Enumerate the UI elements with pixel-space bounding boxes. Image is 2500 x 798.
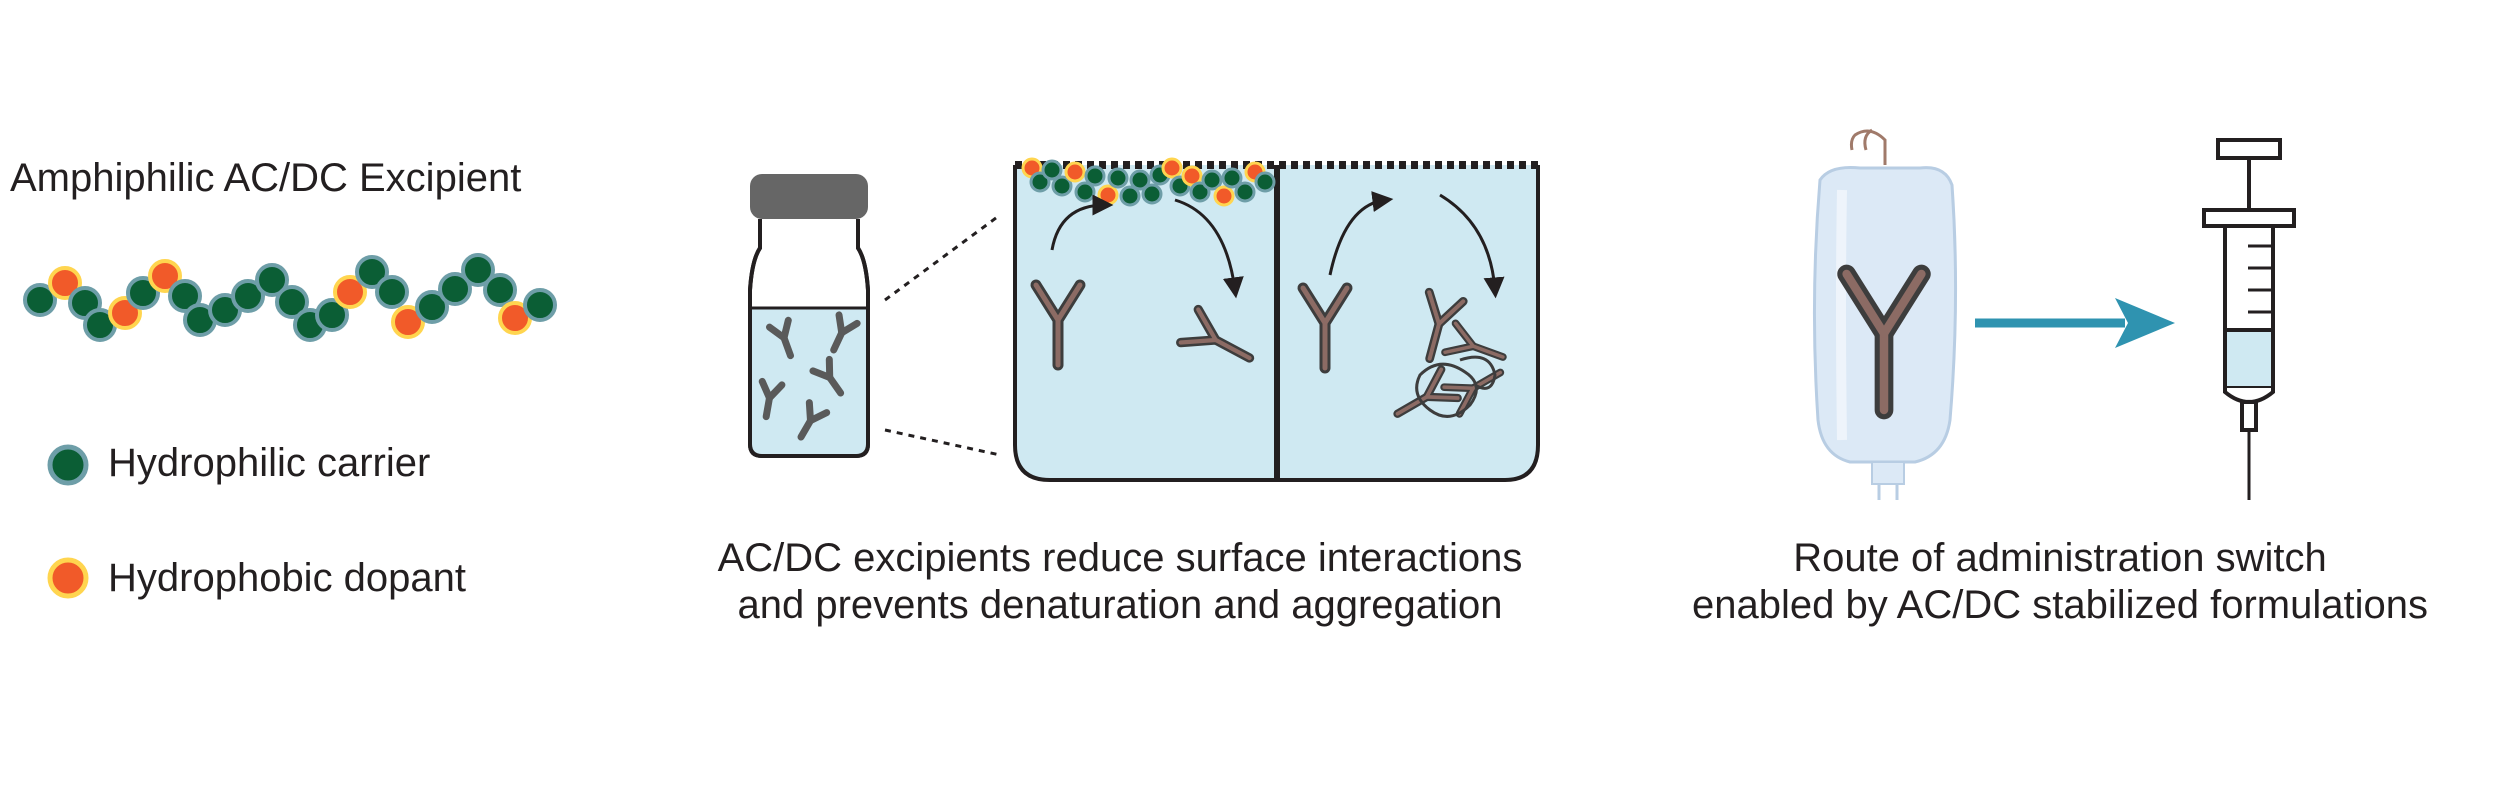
chain-bead (461, 253, 495, 287)
legend-hydrophilic-label: Hydrophilic carrier (108, 441, 431, 485)
chain-bead (168, 279, 202, 313)
chain-bead (275, 285, 309, 319)
legend-hydrophobic-label: Hydrophobic dopant (108, 556, 467, 600)
chain-bead (255, 263, 289, 297)
chain-bead (23, 283, 57, 317)
chain-bead (355, 255, 389, 289)
zoom-line-bottom (884, 428, 1001, 457)
polymer-chain (23, 253, 557, 342)
chain-bead (391, 305, 425, 339)
chain-bead (483, 273, 517, 307)
chain-bead (315, 298, 349, 332)
right-caption-line2: enabled by AC/DC stabilized formulations (1692, 583, 2428, 628)
iv-bag-icon (1812, 128, 1958, 500)
chain-bead (48, 266, 82, 300)
vial-cap (750, 174, 868, 219)
middle-caption-line1: AC/DC excipients reduce surface interact… (717, 536, 1523, 580)
chain-bead (333, 275, 367, 309)
chain-bead (375, 275, 409, 309)
cycle-arrow-down-right (1439, 193, 1505, 299)
chain-bead (415, 290, 449, 324)
syringe-icon (2202, 138, 2296, 500)
zoom-line-top (884, 213, 1001, 302)
vial-icon (748, 174, 870, 458)
right-caption: Route of administration switch enabled b… (1625, 535, 2495, 629)
middle-caption-line2: and prevents denaturation and aggregatio… (737, 583, 1503, 628)
cycle-arrow-down-left (1174, 198, 1244, 299)
chain-bead (231, 279, 265, 313)
chain-bead (523, 288, 557, 322)
cycle-arrow-up-right (1328, 191, 1394, 276)
cycle-arrow-up-left (1050, 194, 1114, 251)
middle-caption: AC/DC excipients reduce surface interact… (630, 535, 1610, 629)
chain-bead (126, 276, 160, 310)
chain-bead (148, 259, 182, 293)
right-caption-line1: Route of administration switch (1793, 536, 2327, 580)
route-switch-arrow (1975, 298, 2175, 348)
excipient-title: Amphiphilic AC/DC Excipient (10, 156, 522, 200)
hydrophilic-bead-icon (47, 444, 89, 486)
interface-excipients (1021, 157, 1276, 207)
zoomed-container (1013, 161, 1540, 482)
hydrophobic-bead-icon (47, 557, 89, 599)
chain-bead (438, 272, 472, 306)
aggregated-antibodies (1389, 292, 1508, 428)
